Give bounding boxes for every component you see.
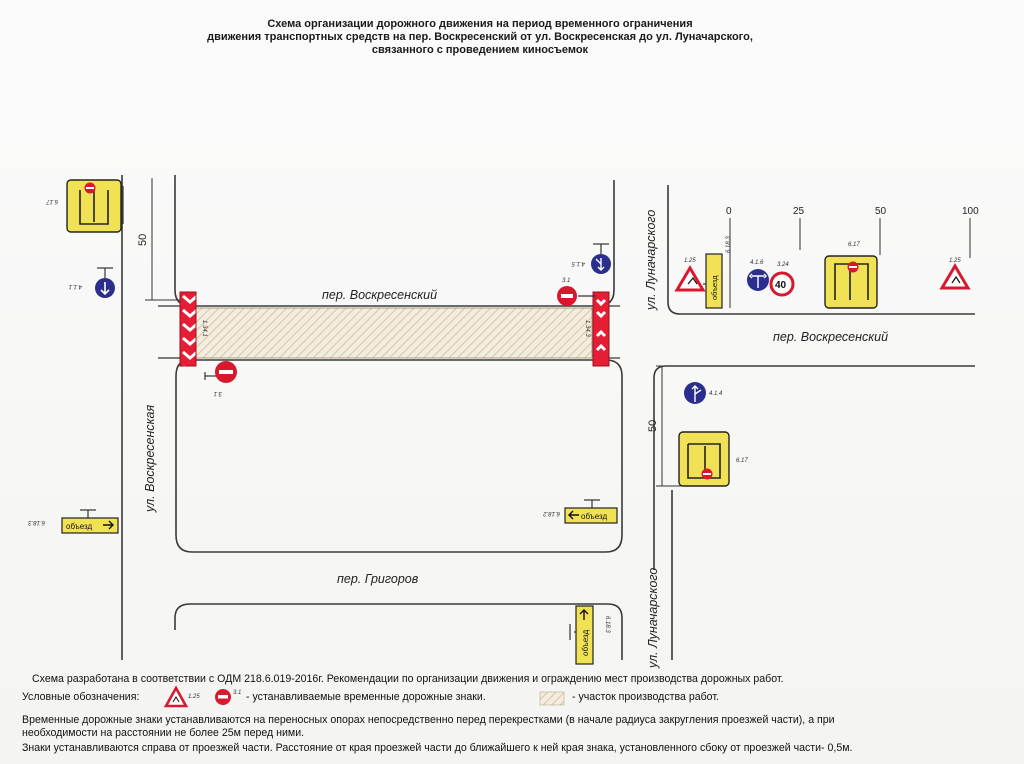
scale-0: 0	[726, 206, 732, 217]
code-4-1-1: 4.1.1	[69, 283, 82, 289]
footer-note-line-3: Временные дорожные знаки устанавливаются…	[22, 714, 835, 726]
code-3-1-r: 3.1	[562, 278, 570, 284]
dim-right-50: 50	[647, 420, 659, 432]
street-label-lunacharskogo-bottom: ул. Луначарского	[646, 567, 660, 668]
code-6-17-t: 6.17	[848, 242, 860, 248]
code-4-1-4: 4.1.4	[709, 391, 723, 397]
code-3-24: 3.24	[777, 262, 789, 268]
sign-1-25-top: 1.25	[674, 258, 706, 292]
code-6-18-3-t: 6.18.3	[726, 236, 732, 253]
code-4-1-6: 4.1.6	[750, 260, 764, 266]
footer-note-line-5: Знаки устанавливаются справа от проезжей…	[22, 742, 853, 754]
scale-25: 25	[793, 206, 805, 217]
sign-text-objezd-t: объезд	[710, 275, 719, 300]
sign-1-25-right: 1.25	[939, 258, 971, 290]
barrier-1-34-3-arrows	[595, 298, 607, 352]
sign-4-1-5: 4.1.5	[571, 243, 611, 274]
luna-top-right-corner	[667, 185, 975, 315]
street-label-lunacharskogo-top: ул. Луначарского	[644, 209, 658, 310]
code-1-34-3: 1.34.3	[584, 320, 590, 337]
sign-4-1-1-left: 4.1.1	[69, 267, 115, 298]
dim-left-50: 50	[137, 234, 149, 246]
legend-label: Условные обозначения:	[22, 691, 140, 703]
speed-limit-text: 40	[775, 280, 787, 291]
street-label-voskresenskaya: ул. Воскресенская	[143, 404, 157, 512]
sign-text-objezd-l: объезд	[66, 522, 93, 531]
sign-6-17-right: 6.17	[678, 431, 748, 487]
scheme-title-line-2: движения транспортных средств на пер. Во…	[207, 31, 753, 43]
block-bottom-edge	[174, 603, 623, 660]
sign-4-1-4: 4.1.4	[684, 382, 723, 404]
sign-6-17-top: 6.17	[824, 242, 878, 309]
dimension-lines	[145, 178, 971, 487]
street-label-voskresensky-right: пер. Воскресенский	[773, 330, 889, 344]
sign-3-1-left: 3.1	[204, 361, 237, 396]
work-zone	[195, 307, 593, 359]
legend-code-1-25: 1.25	[188, 694, 200, 700]
central-block	[175, 359, 623, 553]
legend-sign-icons: 1.25 3.1	[163, 685, 241, 708]
code-6-17-r: 6.17	[736, 458, 748, 464]
sign-4-1-6: 4.1.6	[747, 260, 769, 291]
sign-6-18-2: объезд 6.18.2	[543, 499, 618, 524]
street-label-grigorov: пер. Григоров	[337, 572, 419, 586]
scheme-title-line-1: Схема организации дорожного движения на …	[267, 18, 693, 30]
sign-3-1-right: 3.1	[557, 278, 596, 306]
code-1-25-a: 1.25	[684, 258, 696, 264]
code-6-18-2: 6.18.2	[543, 510, 560, 516]
scale-100: 100	[962, 206, 979, 217]
footer-note-line-4: необходимости на расстоянии не более 25м…	[22, 727, 305, 739]
block-top-edge	[174, 175, 615, 307]
sign-6-17-top-left: 6.17	[46, 179, 124, 233]
sign-6-18-3-bottom: объезд 6.18.3	[569, 605, 610, 665]
scale-50: 50	[875, 206, 887, 217]
code-6-18-3-l: 6.18.3	[28, 519, 45, 525]
sign-6-18-3-top: объезд 6.18.3	[705, 236, 732, 309]
code-6-18-3-b: 6.18.3	[604, 616, 610, 633]
legend-code-3-1: 3.1	[233, 690, 241, 696]
footer-standard-note: Схема разработана в соответствии с ОДМ 2…	[32, 673, 784, 685]
code-1-25-b: 1.25	[949, 258, 961, 264]
street-label-voskresensky-left: пер. Воскресенский	[322, 288, 438, 302]
legend-signs-text: - устанавливаемые временные дорожные зна…	[246, 691, 486, 703]
sign-text-objezd-m: объезд	[581, 512, 608, 521]
barrier-1-34-3	[592, 291, 610, 367]
code-4-1-5: 4.1.5	[571, 260, 585, 266]
scheme-title-line-3: связанного с проведением киносъемок	[371, 44, 589, 56]
sign-3-24: 40 3.24	[769, 262, 795, 297]
code-1-34-1: 1.34.1	[201, 320, 207, 337]
sign-6-18-3-left: объезд 6.18.3	[28, 509, 119, 534]
code-6-17-tl: 6.17	[46, 198, 58, 204]
sign-text-objezd-b: объезд	[581, 629, 590, 656]
barrier-1-34-1	[179, 291, 197, 367]
legend-work-zone-swatch	[539, 691, 565, 706]
legend-work-text: - участок производства работ.	[572, 691, 719, 703]
code-3-1-l: 3.1	[214, 390, 222, 396]
